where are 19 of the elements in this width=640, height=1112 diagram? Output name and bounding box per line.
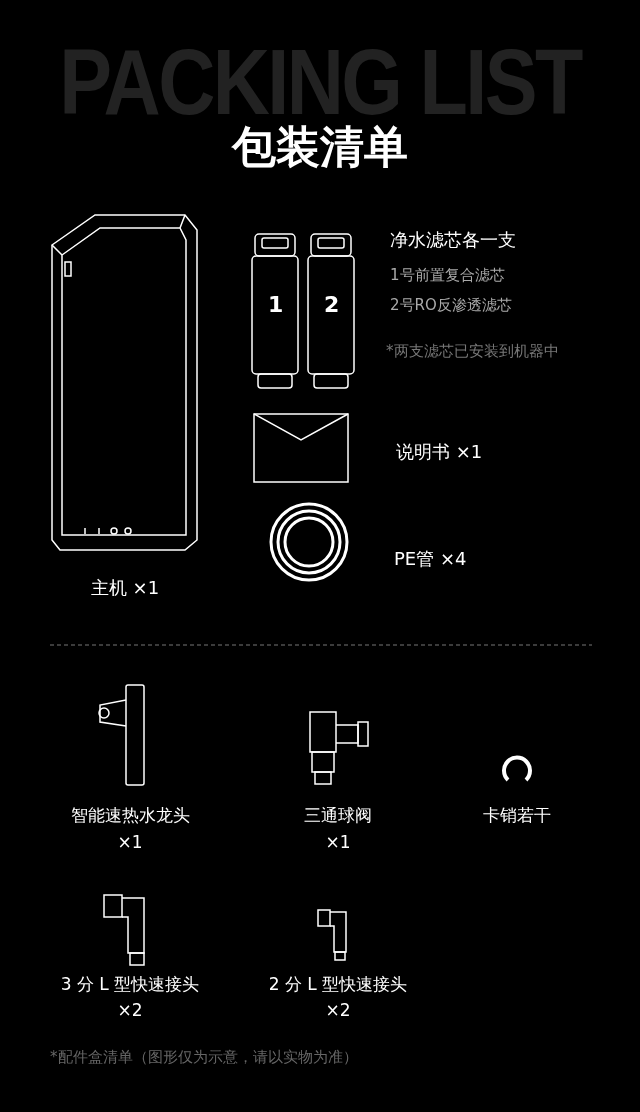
item-label: 2 分 L 型快速接头 <box>267 973 409 996</box>
quantity-label: ×1 <box>324 832 352 852</box>
item-detail: 1号前置复合滤芯 <box>390 266 505 285</box>
item-label: 净水滤芯各一支 <box>390 228 516 252</box>
quantity-label: ×1 <box>116 832 144 852</box>
quantity-label: ×2 <box>324 1000 352 1020</box>
item-label: 卡销若干 <box>482 804 552 827</box>
item-label: 3 分 L 型快速接头 <box>59 973 201 996</box>
item-label: 三通球阀 <box>303 804 373 827</box>
cartridge-number: 1 <box>268 292 284 317</box>
item-label: 主机 ×1 <box>89 576 161 600</box>
item-label: 说明书 ×1 <box>396 440 483 464</box>
quantity-label: ×2 <box>116 1000 144 1020</box>
footnote: *两支滤芯已安装到机器中 <box>386 342 559 361</box>
cartridge-number: 2 <box>324 292 340 317</box>
item-label: 智能速热水龙头 <box>69 804 191 827</box>
caption: *配件盒清单（图形仅为示意，请以实物为准） <box>50 1048 358 1067</box>
item-detail: 2号RO反渗透滤芯 <box>390 296 512 315</box>
item-label: PE管 ×4 <box>394 547 467 571</box>
